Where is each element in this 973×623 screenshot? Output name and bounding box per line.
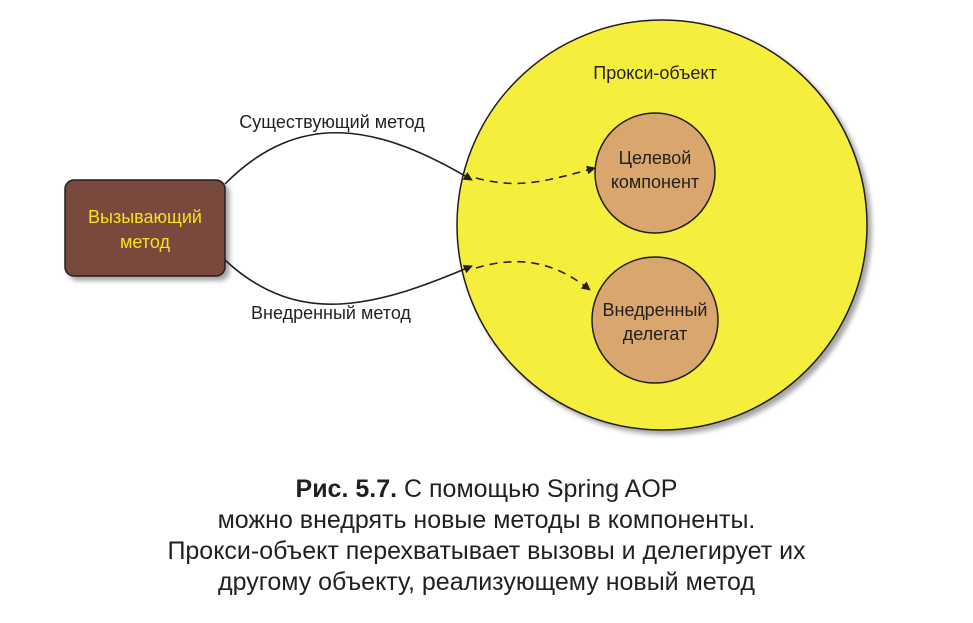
calling-method-label-line1: Вызывающий bbox=[88, 207, 202, 227]
caption-line-2: можно внедрять новые методы в компоненты… bbox=[217, 506, 756, 534]
caption-line-4: другому объекту, реализующему новый мето… bbox=[218, 568, 755, 596]
caption-line-1-text: С помощью Spring AOP bbox=[397, 475, 678, 503]
existing-method-arrow bbox=[224, 132, 473, 185]
introduced-method-label: Внедренный метод bbox=[251, 303, 411, 323]
caption-line-3: Прокси-объект перехватывает вызовы и дел… bbox=[167, 537, 806, 565]
calling-method-box bbox=[64, 179, 226, 277]
introduced-delegate-label-line1: Внедренный bbox=[603, 300, 708, 320]
caption-line-1: Рис. 5.7. С помощью Spring AOP bbox=[0, 474, 973, 505]
introduced-method-arrow bbox=[224, 259, 473, 305]
introduced-delegate-circle bbox=[591, 256, 719, 384]
target-component-label-line2: компонент bbox=[611, 172, 699, 192]
existing-method-label: Существующий метод bbox=[239, 112, 425, 132]
caption-figure-number: Рис. 5.7. bbox=[295, 475, 398, 503]
diagram: Прокси-объект Целевой компонент Внедренн… bbox=[64, 19, 868, 431]
introduced-delegate-label-line2: делегат bbox=[623, 324, 687, 344]
proxy-object-label: Прокси-объект bbox=[593, 63, 716, 83]
delegation-arrow-to-delegate bbox=[475, 260, 591, 291]
figure-caption: Рис. 5.7. С помощью Spring AOP можно вне… bbox=[0, 474, 973, 598]
target-component-label-line1: Целевой bbox=[619, 148, 692, 168]
delegation-arrow-to-target bbox=[475, 165, 596, 185]
calling-method-label-line2: метод bbox=[120, 232, 170, 252]
